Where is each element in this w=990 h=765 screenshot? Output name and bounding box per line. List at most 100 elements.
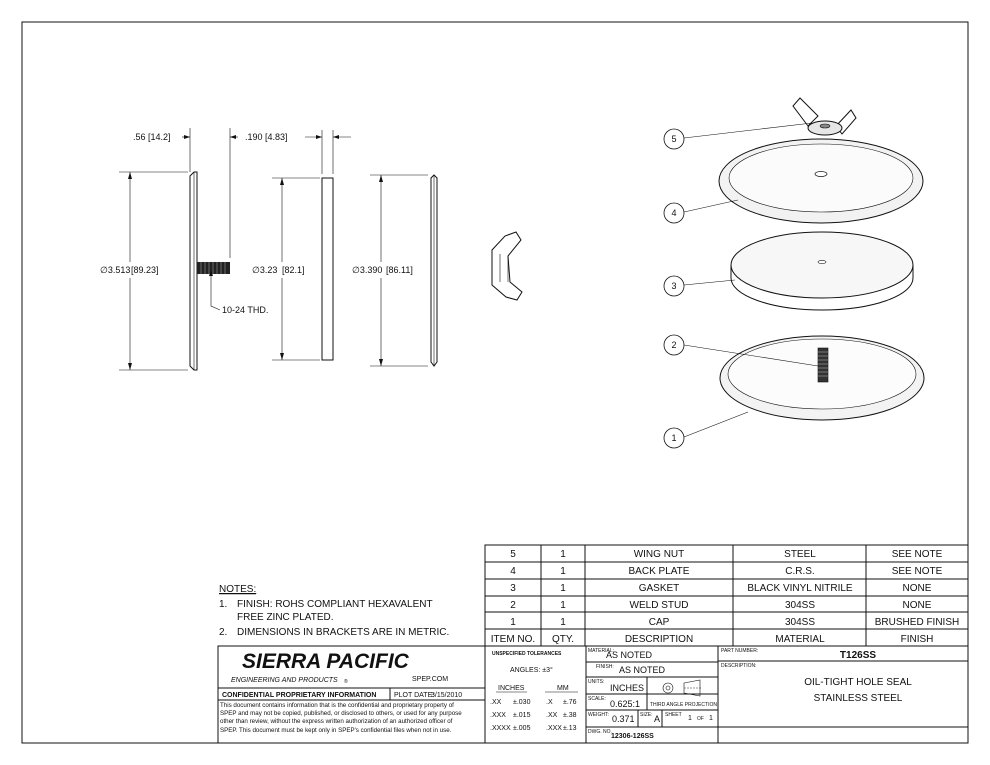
svg-text:NONE: NONE [903,600,932,611]
svg-text:±.76: ±.76 [563,699,577,706]
tolerances-title: UNSPECIFIED TOLERANCES [492,651,562,657]
confidential-text: This document contains information that … [220,702,462,734]
plate-thickness-label: .190 [245,132,263,142]
drawing-number: 12306-126SS [611,733,654,740]
svg-text:.XXX: .XXX [546,725,562,732]
svg-text:.XX: .XX [490,699,502,706]
svg-text:4: 4 [671,208,676,218]
bom-row: 1 1 CAP 304SS BRUSHED FINISH [510,617,959,628]
weight-value: 0.371 [612,714,635,724]
wing-nut-iso [792,97,857,136]
cap-side-view [189,171,230,371]
svg-text:C.R.S.: C.R.S. [785,566,814,577]
svg-text:2.: 2. [219,627,227,638]
svg-text:WEIGHT:: WEIGHT: [588,712,609,718]
svg-text:2: 2 [510,600,516,611]
balloon-2: 2 [663,334,819,367]
svg-text:FINISH: FINISH [901,634,934,645]
svg-text:SIZE:: SIZE: [640,712,653,718]
svg-text:2: 2 [671,340,676,350]
svg-text:ITEM NO.: ITEM NO. [491,634,535,645]
svg-text:1: 1 [560,549,566,560]
svg-text:DWG. NO.: DWG. NO. [588,729,612,735]
note-1-line-1: FINISH: ROHS COMPLIANT HEXAVALENT [237,599,433,610]
note-2-line-1: DIMENSIONS IN BRACKETS ARE IN METRIC. [237,627,449,638]
title-block: SIERRA PACIFIC ENGINEERING AND PRODUCTS … [217,645,969,744]
svg-text:.XXXX: .XXXX [490,725,511,732]
svg-text:1: 1 [560,600,566,611]
plot-date: 3/15/2010 [431,692,462,699]
svg-text:4: 4 [510,566,516,577]
thread-label: 10-24 THD. [222,305,268,315]
svg-text:BLACK VINYL NITRILE: BLACK VINYL NITRILE [747,583,853,594]
svg-text:SCALE:: SCALE: [588,696,606,702]
bom-header-row: ITEM NO. QTY. DESCRIPTION MATERIAL FINIS… [491,634,934,645]
bill-of-materials: 5 1 WING NUT STEEL SEE NOTE 4 1 BACK PLA… [484,544,969,647]
svg-text:1: 1 [671,433,676,443]
svg-text:GASKET: GASKET [639,583,680,594]
svg-text:3: 3 [510,583,516,594]
svg-text:5: 5 [510,549,516,560]
svg-text:304SS: 304SS [785,617,815,628]
cap-thickness-dimension: .56 [14.2] [133,128,238,258]
finish-value: AS NOTED [619,665,666,675]
svg-text:WELD STUD: WELD STUD [630,600,689,611]
svg-text:304SS: 304SS [785,600,815,611]
cap-thickness-mm-label: [14.2] [148,132,171,142]
svg-text:±.38: ±.38 [563,712,577,719]
notes: NOTES: 1. FINISH: ROHS COMPLIANT HEXAVAL… [219,584,449,638]
plate-diameter-mm-label: [86.11] [386,265,413,275]
units-value: INCHES [610,683,644,693]
plot-date-label: PLOT DATE: [394,692,434,699]
svg-text:.XX: .XX [546,712,558,719]
bom-row: 2 1 WELD STUD 304SS NONE [510,600,932,611]
svg-text:1: 1 [560,583,566,594]
plate-thickness-mm-label: [4.83] [265,132,288,142]
cap-diameter-mm-label: [89.23] [131,265,159,275]
svg-text:UNITS:: UNITS: [588,679,604,685]
size-value: A [654,714,660,724]
svg-text:QTY.: QTY. [552,634,574,645]
svg-text:BACK PLATE: BACK PLATE [629,566,690,577]
plate-diameter-label: ∅3.390 [352,265,382,275]
svg-text:FINISH:: FINISH: [596,664,614,670]
bom-row: 5 1 WING NUT STEEL SEE NOTE [510,549,942,560]
gasket-diameter-mm-label: [82.1] [282,265,305,275]
svg-text:DESCRIPTION: DESCRIPTION [625,634,693,645]
svg-text:DESCRIPTION:: DESCRIPTION: [721,663,757,669]
cap-diameter-dimension: ∅3.513 [89.23] [100,171,188,371]
svg-text:.XXX: .XXX [490,712,506,719]
gasket-side-view: .190 [4.83] ∅3.23 [82.1] [245,130,351,361]
thread-callout: 10-24 THD. [209,270,268,315]
svg-text:3: 3 [671,281,676,291]
sheet-total: 1 [709,715,713,722]
svg-text:SEE NOTE: SEE NOTE [892,549,943,560]
cap-thickness-label: .56 [133,132,146,142]
svg-text:±.13: ±.13 [563,725,577,732]
description-line-1: OIL-TIGHT HOLE SEAL [804,677,912,688]
scale-value: 0.625:1 [610,699,640,709]
svg-text:OF: OF [697,716,704,722]
svg-text:1: 1 [560,617,566,628]
projection-label: THIRD ANGLE PROJECTION [650,702,717,708]
svg-text:STEEL: STEEL [784,549,816,560]
mm-header: MM [557,685,569,692]
svg-text:±.005: ±.005 [513,725,531,732]
svg-text:MATERIAL:: MATERIAL: [588,648,614,654]
inches-header: INCHES [498,685,525,692]
company-subtitle: ENGINEERING AND PRODUCTS [231,677,338,684]
svg-text:±.015: ±.015 [513,712,531,719]
svg-text:±.030: ±.030 [513,699,531,706]
balloon-1: 1 [663,411,749,449]
company-name: SIERRA PACIFIC [242,650,410,673]
bom-row: 3 1 GASKET BLACK VINYL NITRILE NONE [510,583,932,594]
balloon-5: 5 [663,122,813,150]
svg-text:MATERIAL: MATERIAL [775,634,825,645]
svg-text:PART NUMBER:: PART NUMBER: [721,648,758,654]
note-1-line-2: FREE ZINC PLATED. [237,612,334,623]
notes-title: NOTES: [219,584,256,595]
balloon-4: 4 [663,199,739,224]
trademark-symbol: ® [344,678,348,685]
svg-text:BRUSHED FINISH: BRUSHED FINISH [875,617,959,628]
